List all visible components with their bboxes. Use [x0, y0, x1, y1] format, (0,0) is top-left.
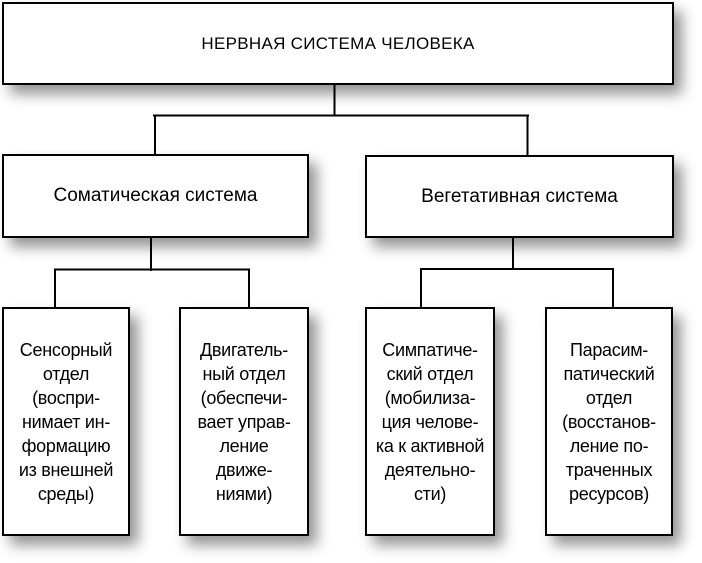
sympathetic-section-label: Симпатиче- ский отдел (мобилиза- ция чел… [375, 339, 485, 504]
root-box-label: НЕРВНАЯ СИСТЕМА ЧЕЛОВЕКА [201, 33, 475, 53]
sensory-section-box: Сенсорный отдел (воспри- нимает ин- форм… [2, 307, 130, 536]
somatic-system-label: Соматическая система [53, 185, 258, 206]
parasympathetic-section-label: Парасим- патический отдел (восстанов- ле… [562, 339, 656, 504]
parasympathetic-section-box: Парасим- патический отдел (восстанов- ле… [545, 307, 673, 536]
somatic-system-box: Соматическая система [2, 154, 309, 238]
root-box: НЕРВНАЯ СИСТЕМА ЧЕЛОВЕКА [2, 2, 674, 85]
vegetative-system-box: Вегетативная система [365, 155, 674, 238]
motor-section-box: Двигатель- ный отдел (обеспечи- вает упр… [179, 307, 309, 536]
vegetative-system-label: Вегетативная система [421, 185, 618, 207]
sensory-section-label: Сенсорный отдел (воспри- нимает ин- форм… [18, 339, 114, 504]
motor-section-label: Двигатель- ный отдел (обеспечи- вает упр… [197, 339, 291, 504]
sympathetic-section-box: Симпатиче- ский отдел (мобилиза- ция чел… [365, 307, 495, 536]
